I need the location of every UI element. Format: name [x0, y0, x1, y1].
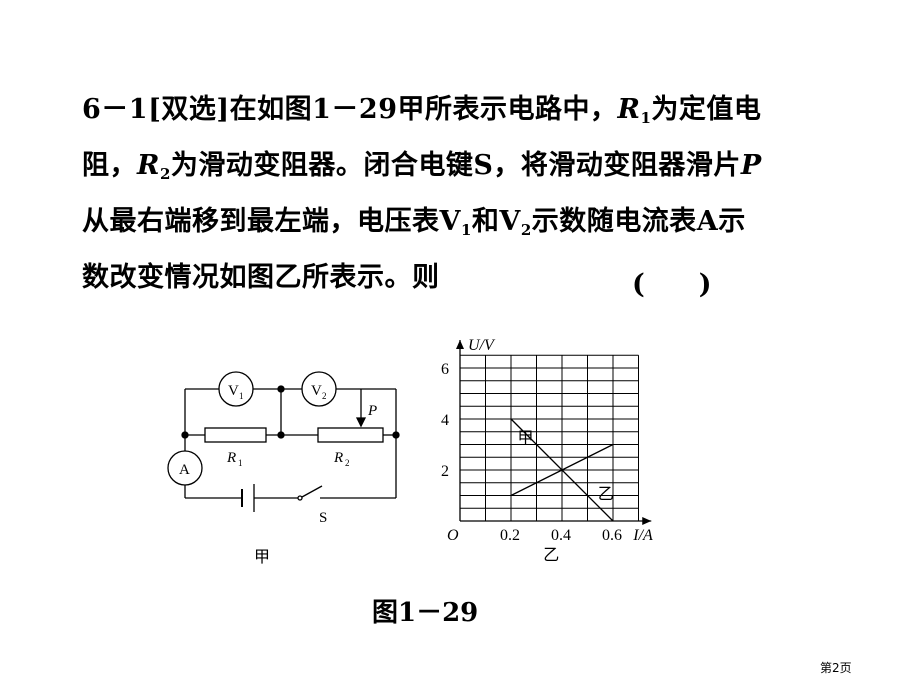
r-symbol: R: [137, 150, 160, 181]
question-text-part: 在如图1－29甲所表示电路中，: [229, 94, 618, 125]
r2-label: R: [333, 450, 343, 466]
v2-subscript: 2: [520, 221, 532, 239]
r1-label: R: [226, 450, 236, 466]
v2-sub: 2: [322, 391, 327, 401]
x-axis-label: I/A: [632, 527, 653, 544]
question-text-part: 为定值电: [651, 94, 762, 125]
question-text: 6－1[双选]在如图1－29甲所表示电路中，R1为定值电 阻，R2为滑动变阻器。…: [82, 82, 842, 306]
question-text-part: 示数随电流表A示: [531, 206, 746, 237]
y-axis-label: U/V: [468, 337, 496, 354]
graph-label: 乙: [543, 547, 559, 564]
v1-label: V: [228, 383, 239, 399]
answer-parentheses: ( ): [632, 269, 712, 300]
switch-label: S: [319, 510, 327, 526]
slider-arrow: [355, 417, 367, 428]
slider-label: P: [367, 403, 377, 419]
ammeter: [167, 450, 203, 486]
series-label: 乙: [598, 486, 614, 503]
junction-dot: [392, 431, 400, 439]
series-label: 甲: [518, 430, 534, 447]
y-axis-arrow: [456, 339, 464, 349]
series-line: [510, 443, 614, 497]
page-number: 第2页: [820, 661, 852, 675]
question-line-3: 从最右端移到最左端，电压表V1和V2示数随电流表A示: [82, 194, 842, 250]
circuit-diagram: V 1 V 2 R 1 R 2 P A S 甲: [167, 371, 400, 566]
r1-sub: 1: [238, 458, 243, 468]
question-text-part: 为滑动变阻器。闭合电键S，将滑动变阻器滑片: [170, 150, 741, 181]
question-tag: [双选]: [148, 94, 230, 125]
v1-subscript: 1: [460, 221, 472, 239]
v1-sub: 1: [239, 391, 244, 401]
r1-subscript: 1: [640, 109, 652, 127]
voltmeter-v1: [218, 371, 254, 407]
y-tick-label: 2: [441, 463, 449, 480]
question-text-part: 和V: [471, 206, 521, 237]
switch-contact: [297, 495, 303, 501]
y-tick-label: 4: [441, 412, 449, 429]
question-line-1: 6－1[双选]在如图1－29甲所表示电路中，R1为定值电: [82, 82, 842, 138]
question-line-2: 阻，R2为滑动变阻器。闭合电键S，将滑动变阻器滑片P: [82, 138, 842, 194]
junction-dot: [181, 431, 189, 439]
r2-sub: 2: [345, 458, 350, 468]
question-text-part: 阻，: [82, 150, 137, 181]
question-text-part: 数改变情况如图乙所表示。则: [82, 262, 440, 293]
question-line-4: 数改变情况如图乙所表示。则: [82, 250, 842, 306]
x-axis-arrow: [642, 517, 652, 525]
r2-subscript: 2: [159, 165, 171, 183]
question-text-part: 从最右端移到最左端，电压表V: [82, 206, 461, 237]
ammeter-label: A: [179, 462, 190, 478]
origin-label: O: [447, 527, 459, 544]
circuit-label: 甲: [254, 549, 270, 566]
resistor-r1: [204, 427, 267, 443]
junction-dot: [277, 431, 285, 439]
v2-label: V: [311, 383, 322, 399]
voltmeter-v2: [301, 371, 337, 407]
x-tick-label: 0.2: [500, 527, 520, 544]
x-tick-label: 0.6: [602, 527, 622, 544]
p-symbol: P: [740, 150, 762, 181]
junction-dot: [277, 385, 285, 393]
y-tick-label: 6: [441, 361, 449, 378]
x-tick-label: 0.4: [551, 527, 571, 544]
figure-caption: 图1－29: [372, 598, 479, 628]
rheostat-r2: [317, 427, 384, 443]
r-symbol: R: [617, 94, 641, 125]
question-number: 6－1: [82, 94, 149, 125]
switch-lever: [301, 485, 323, 498]
